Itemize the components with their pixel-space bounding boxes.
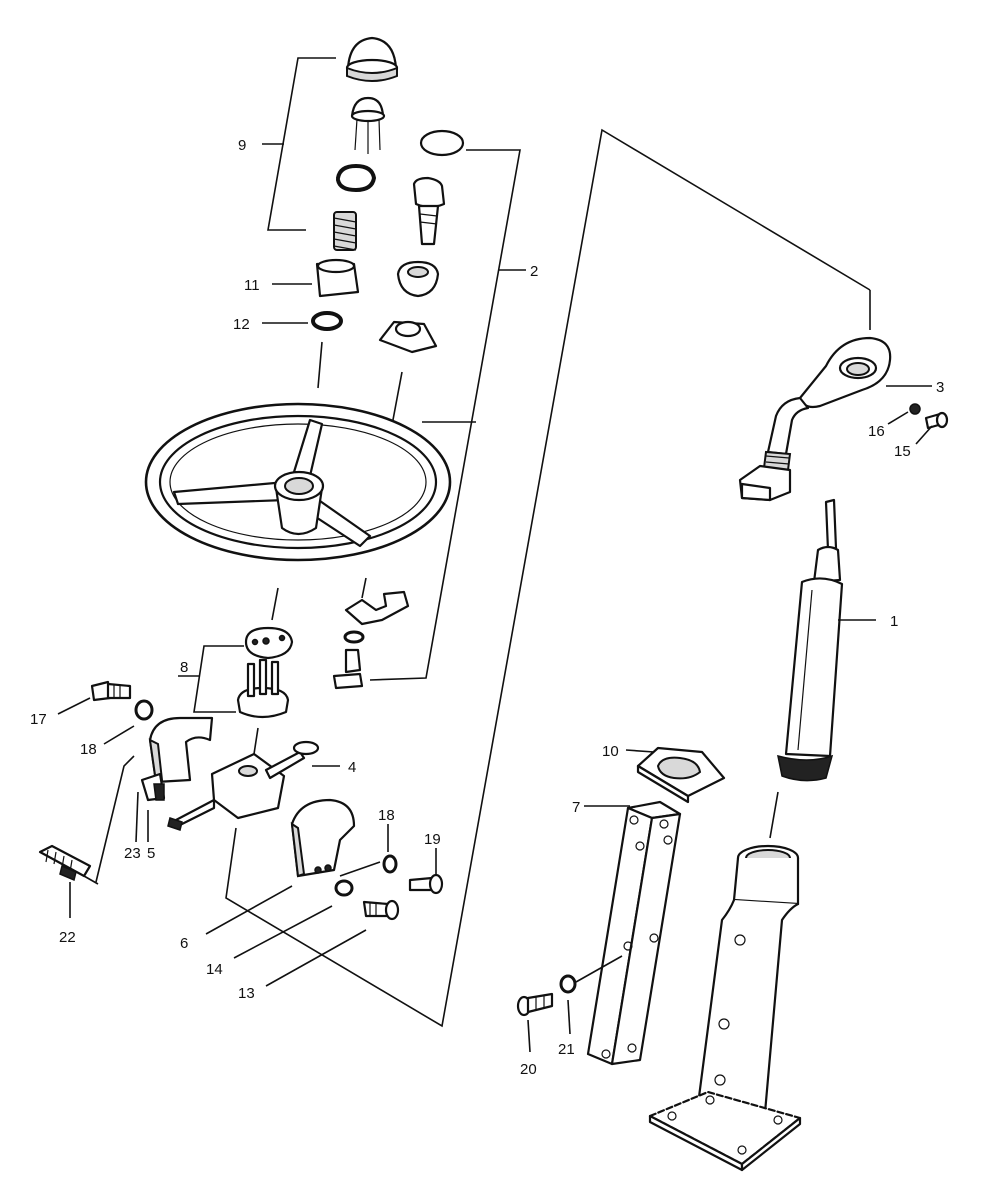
hub-adapter-top <box>244 626 294 660</box>
steering-arm <box>738 336 892 502</box>
hub-adapter-bottom <box>236 658 290 719</box>
label-16: 16 <box>868 423 885 440</box>
bracket-8 <box>193 645 244 713</box>
switch-housing-upper <box>148 716 214 784</box>
steering-shaft <box>777 498 844 782</box>
label-11: 11 <box>244 277 260 294</box>
wheel-cap <box>419 129 465 157</box>
washer-14 <box>334 879 354 897</box>
label-5: 5 <box>147 845 155 862</box>
label-14: 14 <box>206 961 223 978</box>
label-10: 10 <box>602 743 619 760</box>
support-bracket <box>586 800 682 1066</box>
screw-15 <box>924 411 949 430</box>
label-1: 1 <box>890 613 898 630</box>
label-3: 3 <box>936 379 944 396</box>
label-21: 21 <box>558 1041 575 1058</box>
label-18b: 18 <box>378 807 395 824</box>
label-6: 6 <box>180 935 188 952</box>
washer-21 <box>559 974 577 994</box>
wheel-bushing <box>396 260 440 298</box>
wire-connector <box>38 844 92 882</box>
label-2: 2 <box>530 263 538 280</box>
horn-cap <box>345 36 399 82</box>
snap-ring <box>336 164 376 192</box>
label-22: 22 <box>59 929 76 946</box>
label-8: 8 <box>180 659 188 676</box>
label-9: 9 <box>238 137 246 154</box>
switch-lever-stub <box>140 772 166 802</box>
wheel-bolt <box>412 176 446 246</box>
label-17: 17 <box>30 711 47 728</box>
screw-20 <box>516 992 554 1017</box>
wheel-retainer <box>378 320 438 354</box>
label-23: 23 <box>124 845 141 862</box>
washer-16 <box>909 403 921 415</box>
label-15: 15 <box>894 443 911 460</box>
label-7: 7 <box>572 799 580 816</box>
horn-contact <box>350 96 386 154</box>
wheel-nut-washer <box>343 630 365 644</box>
horn-wire-clip <box>344 590 410 626</box>
label-13: 13 <box>238 985 255 1002</box>
steering-wheel <box>144 402 452 562</box>
turn-signal-switch <box>167 740 320 831</box>
nut <box>315 258 360 298</box>
label-20: 20 <box>520 1061 537 1078</box>
label-19: 19 <box>424 831 441 848</box>
bolt-17 <box>90 680 132 702</box>
label-12: 12 <box>233 316 250 333</box>
horn-button-assembly <box>333 36 399 251</box>
mounting-plate <box>636 746 726 804</box>
washer-18b <box>382 854 398 874</box>
label-4: 4 <box>348 759 356 776</box>
wheel-screw <box>332 648 364 690</box>
lock-washer <box>311 311 343 331</box>
washer-18a <box>134 699 154 721</box>
horn-spring <box>333 211 357 251</box>
column-tube <box>648 844 802 1172</box>
bracket-2 <box>369 149 521 681</box>
label-18a: 18 <box>80 741 97 758</box>
screw-19 <box>408 873 444 895</box>
screw-13 <box>362 899 400 921</box>
switch-housing-lower <box>290 798 356 878</box>
